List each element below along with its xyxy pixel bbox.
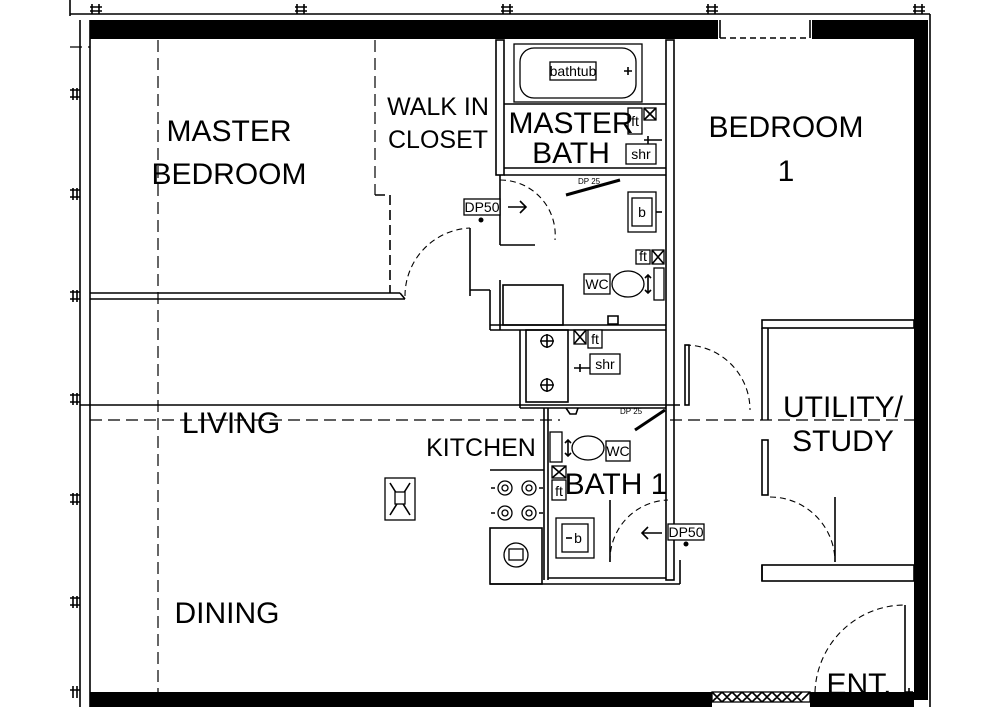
room-label-kitchen: KITCHEN — [426, 434, 536, 462]
room-label-utility-1: UTILITY/ — [783, 391, 904, 424]
master-lavatory: b — [627, 191, 662, 233]
room-label-living: LIVING — [182, 407, 280, 440]
dp25-label: DP 25 — [578, 177, 601, 186]
dp50-master: DP50 DP 25 — [463, 177, 601, 223]
room-label-bath-1: BATH 1 — [565, 468, 668, 501]
room-label-walk-in-closet-2: CLOSET — [388, 126, 488, 154]
room-label-utility-2: STUDY — [792, 425, 894, 458]
door-swings — [404, 178, 906, 693]
lavatory-label: b — [574, 530, 582, 546]
room-label-bedroom-1b: 1 — [778, 155, 795, 188]
dp50-bath1: DP50 — [640, 523, 705, 547]
room-label-entry-foyer: ENT. — [826, 668, 891, 701]
wc-label: WC — [585, 276, 608, 292]
ft-label: ft — [639, 248, 647, 264]
room-label-master-bath-2: BATH — [532, 137, 610, 170]
dp25-label: DP 25 — [620, 407, 643, 416]
room-label-walk-in-closet-1: WALK IN — [387, 93, 489, 121]
exterior-walls — [69, 0, 931, 707]
master-bath-ft-shr: ft shr — [625, 107, 662, 165]
room-label-bedroom-1a: BEDROOM — [708, 111, 863, 144]
room-label-master-bedroom-2: BEDROOM — [151, 158, 306, 191]
dp50-label: DP50 — [464, 199, 499, 215]
entry-threshold — [711, 688, 913, 703]
ft-label: ft — [591, 331, 599, 347]
ft-label: ft — [631, 113, 639, 129]
wc-label: WC — [606, 443, 629, 459]
floor-drain — [384, 477, 416, 521]
bathtub-label: bathtub — [550, 63, 597, 79]
kitchen-sink — [503, 542, 529, 568]
reference-lines — [70, 40, 914, 692]
lavatory-label: b — [638, 204, 646, 220]
shr-label: shr — [631, 146, 651, 162]
shr-label: shr — [595, 356, 615, 372]
kitchen-stove — [491, 480, 543, 521]
room-labels: MASTER BEDROOM WALK IN CLOSET MASTER BAT… — [151, 93, 903, 701]
room-label-master-bedroom-1: MASTER — [166, 115, 291, 148]
bathtub-fixture: bathtub — [513, 43, 643, 103]
room-label-master-bath-1: MASTER — [508, 107, 633, 140]
window-ticks — [70, 4, 925, 698]
dp50-label: DP50 — [668, 524, 703, 540]
ft-label: ft — [555, 483, 563, 499]
bath1-fixtures: WC ft b DP 25 — [549, 407, 643, 559]
master-wc: ft WC — [583, 248, 665, 301]
shaft-fixtures: ft shr — [540, 315, 621, 415]
room-label-dining: DINING — [175, 597, 280, 630]
